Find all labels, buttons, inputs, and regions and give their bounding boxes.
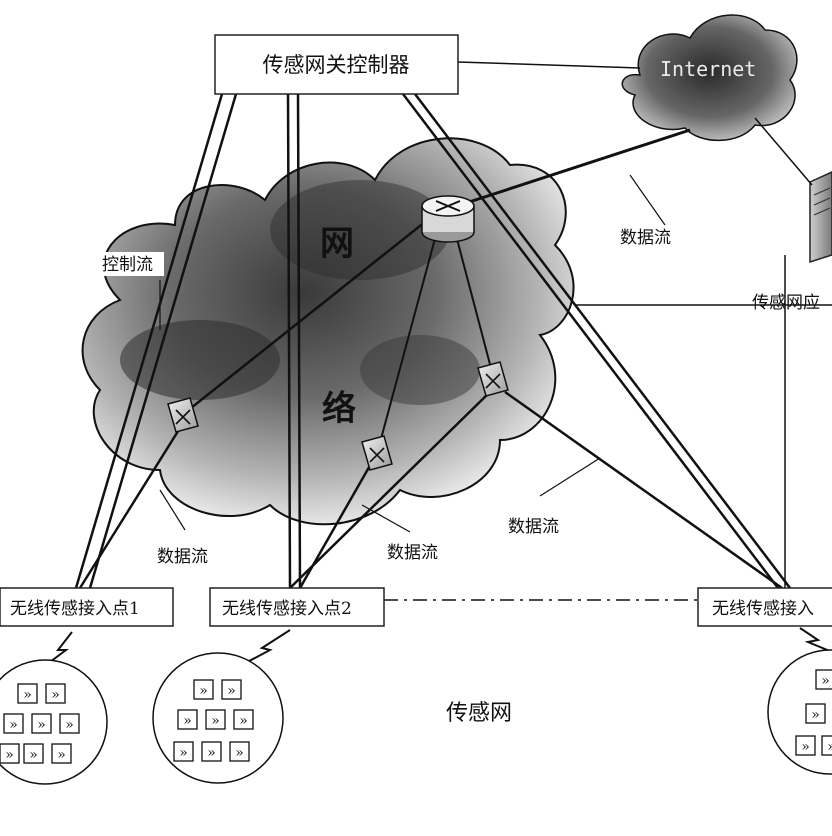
sensor-node-icon: »: [23, 743, 44, 764]
sensor-node-icon: »: [805, 703, 826, 724]
sensor-node-icon: »: [59, 713, 80, 734]
svg-text:»: »: [5, 747, 14, 763]
line-router-internet: [459, 128, 691, 207]
svg-text:»: »: [827, 739, 832, 755]
app-server-label: 传感网应: [752, 293, 820, 313]
wireless-link-icons: [41, 627, 832, 669]
svg-text:»: »: [179, 745, 188, 761]
svg-text:»: »: [65, 717, 74, 733]
svg-text:»: »: [811, 707, 820, 723]
line-internet-server: [754, 117, 813, 186]
app-server-icon: [809, 171, 832, 264]
switch-icon-left: [167, 397, 199, 433]
sensor-cluster-3: »»»»: [767, 649, 832, 775]
sensor-node-icon: »: [51, 743, 72, 764]
svg-text:»: »: [57, 747, 66, 763]
sensor-node-icon: »: [45, 683, 66, 704]
data-flow-label-top-right: 数据流: [620, 228, 671, 248]
switch-icon-mid: [361, 435, 393, 471]
sensor-node-icon: »: [177, 709, 198, 730]
access-point-2: 无线传感接入点2: [209, 587, 385, 627]
svg-text:»: »: [37, 717, 46, 733]
sensor-node-icon: »: [205, 709, 226, 730]
internet-cloud: Internet: [621, 14, 798, 142]
access-point-1-label: 无线传感接入点1: [10, 599, 140, 619]
sensor-node-icon: »: [173, 741, 194, 762]
connection-lines: [74, 61, 832, 601]
svg-text:»: »: [23, 687, 32, 703]
svg-text:»: »: [51, 687, 60, 703]
svg-text:»: »: [211, 713, 220, 729]
sensor-node-icon: »: [795, 735, 816, 756]
svg-text:»: »: [239, 713, 248, 729]
sensor-node-icon: »: [815, 669, 832, 690]
switch-icon-right: [477, 361, 509, 397]
gateway-controller-box: 传感网关控制器: [214, 34, 459, 95]
sensor-node-icon: »: [221, 679, 242, 700]
access-point-2-label: 无线传感接入点2: [222, 599, 352, 619]
sensor-node-icon: »: [229, 741, 250, 762]
internet-label: Internet: [660, 57, 756, 81]
router-icon: [421, 195, 475, 243]
svg-text:»: »: [199, 683, 208, 699]
sensor-network-label: 传感网: [446, 701, 512, 726]
access-point-3-label: 无线传感接入: [712, 599, 814, 619]
svg-text:»: »: [235, 745, 244, 761]
sensor-node-icon: »: [193, 679, 214, 700]
sensor-node-icon: »: [821, 735, 832, 756]
svg-text:»: »: [821, 673, 830, 689]
svg-text:»: »: [9, 717, 18, 733]
network-char-1: 网: [320, 224, 354, 264]
access-point-3: 无线传感接入: [697, 587, 832, 627]
sensor-node-icon: »: [0, 743, 20, 764]
svg-text:»: »: [183, 713, 192, 729]
gateway-label: 传感网关控制器: [263, 53, 410, 77]
sensor-node-icon: »: [31, 713, 52, 734]
sensor-node-icon: »: [233, 709, 254, 730]
data-flow-label-bottom-right: 数据流: [508, 517, 559, 537]
svg-text:»: »: [29, 747, 38, 763]
data-flow-label-bottom-mid: 数据流: [387, 543, 438, 563]
svg-text:»: »: [227, 683, 236, 699]
sensor-cluster-2: »»»»»»»»: [152, 652, 284, 784]
sensor-node-icon: »: [17, 683, 38, 704]
data-flow-label-bottom-left: 数据流: [157, 547, 208, 567]
svg-text:»: »: [207, 745, 216, 761]
sensor-node-icon: »: [3, 713, 24, 734]
label-leaders: [159, 174, 666, 533]
control-flow-label: 控制流: [102, 255, 153, 275]
sensor-node-icon: »: [201, 741, 222, 762]
svg-text:»: »: [801, 739, 810, 755]
network-char-2: 络: [322, 389, 356, 429]
line-gateway-internet: [457, 61, 641, 69]
access-point-1: 无线传感接入点1: [0, 587, 174, 627]
sensor-cluster-1: » » » » » » » »: [0, 659, 108, 785]
